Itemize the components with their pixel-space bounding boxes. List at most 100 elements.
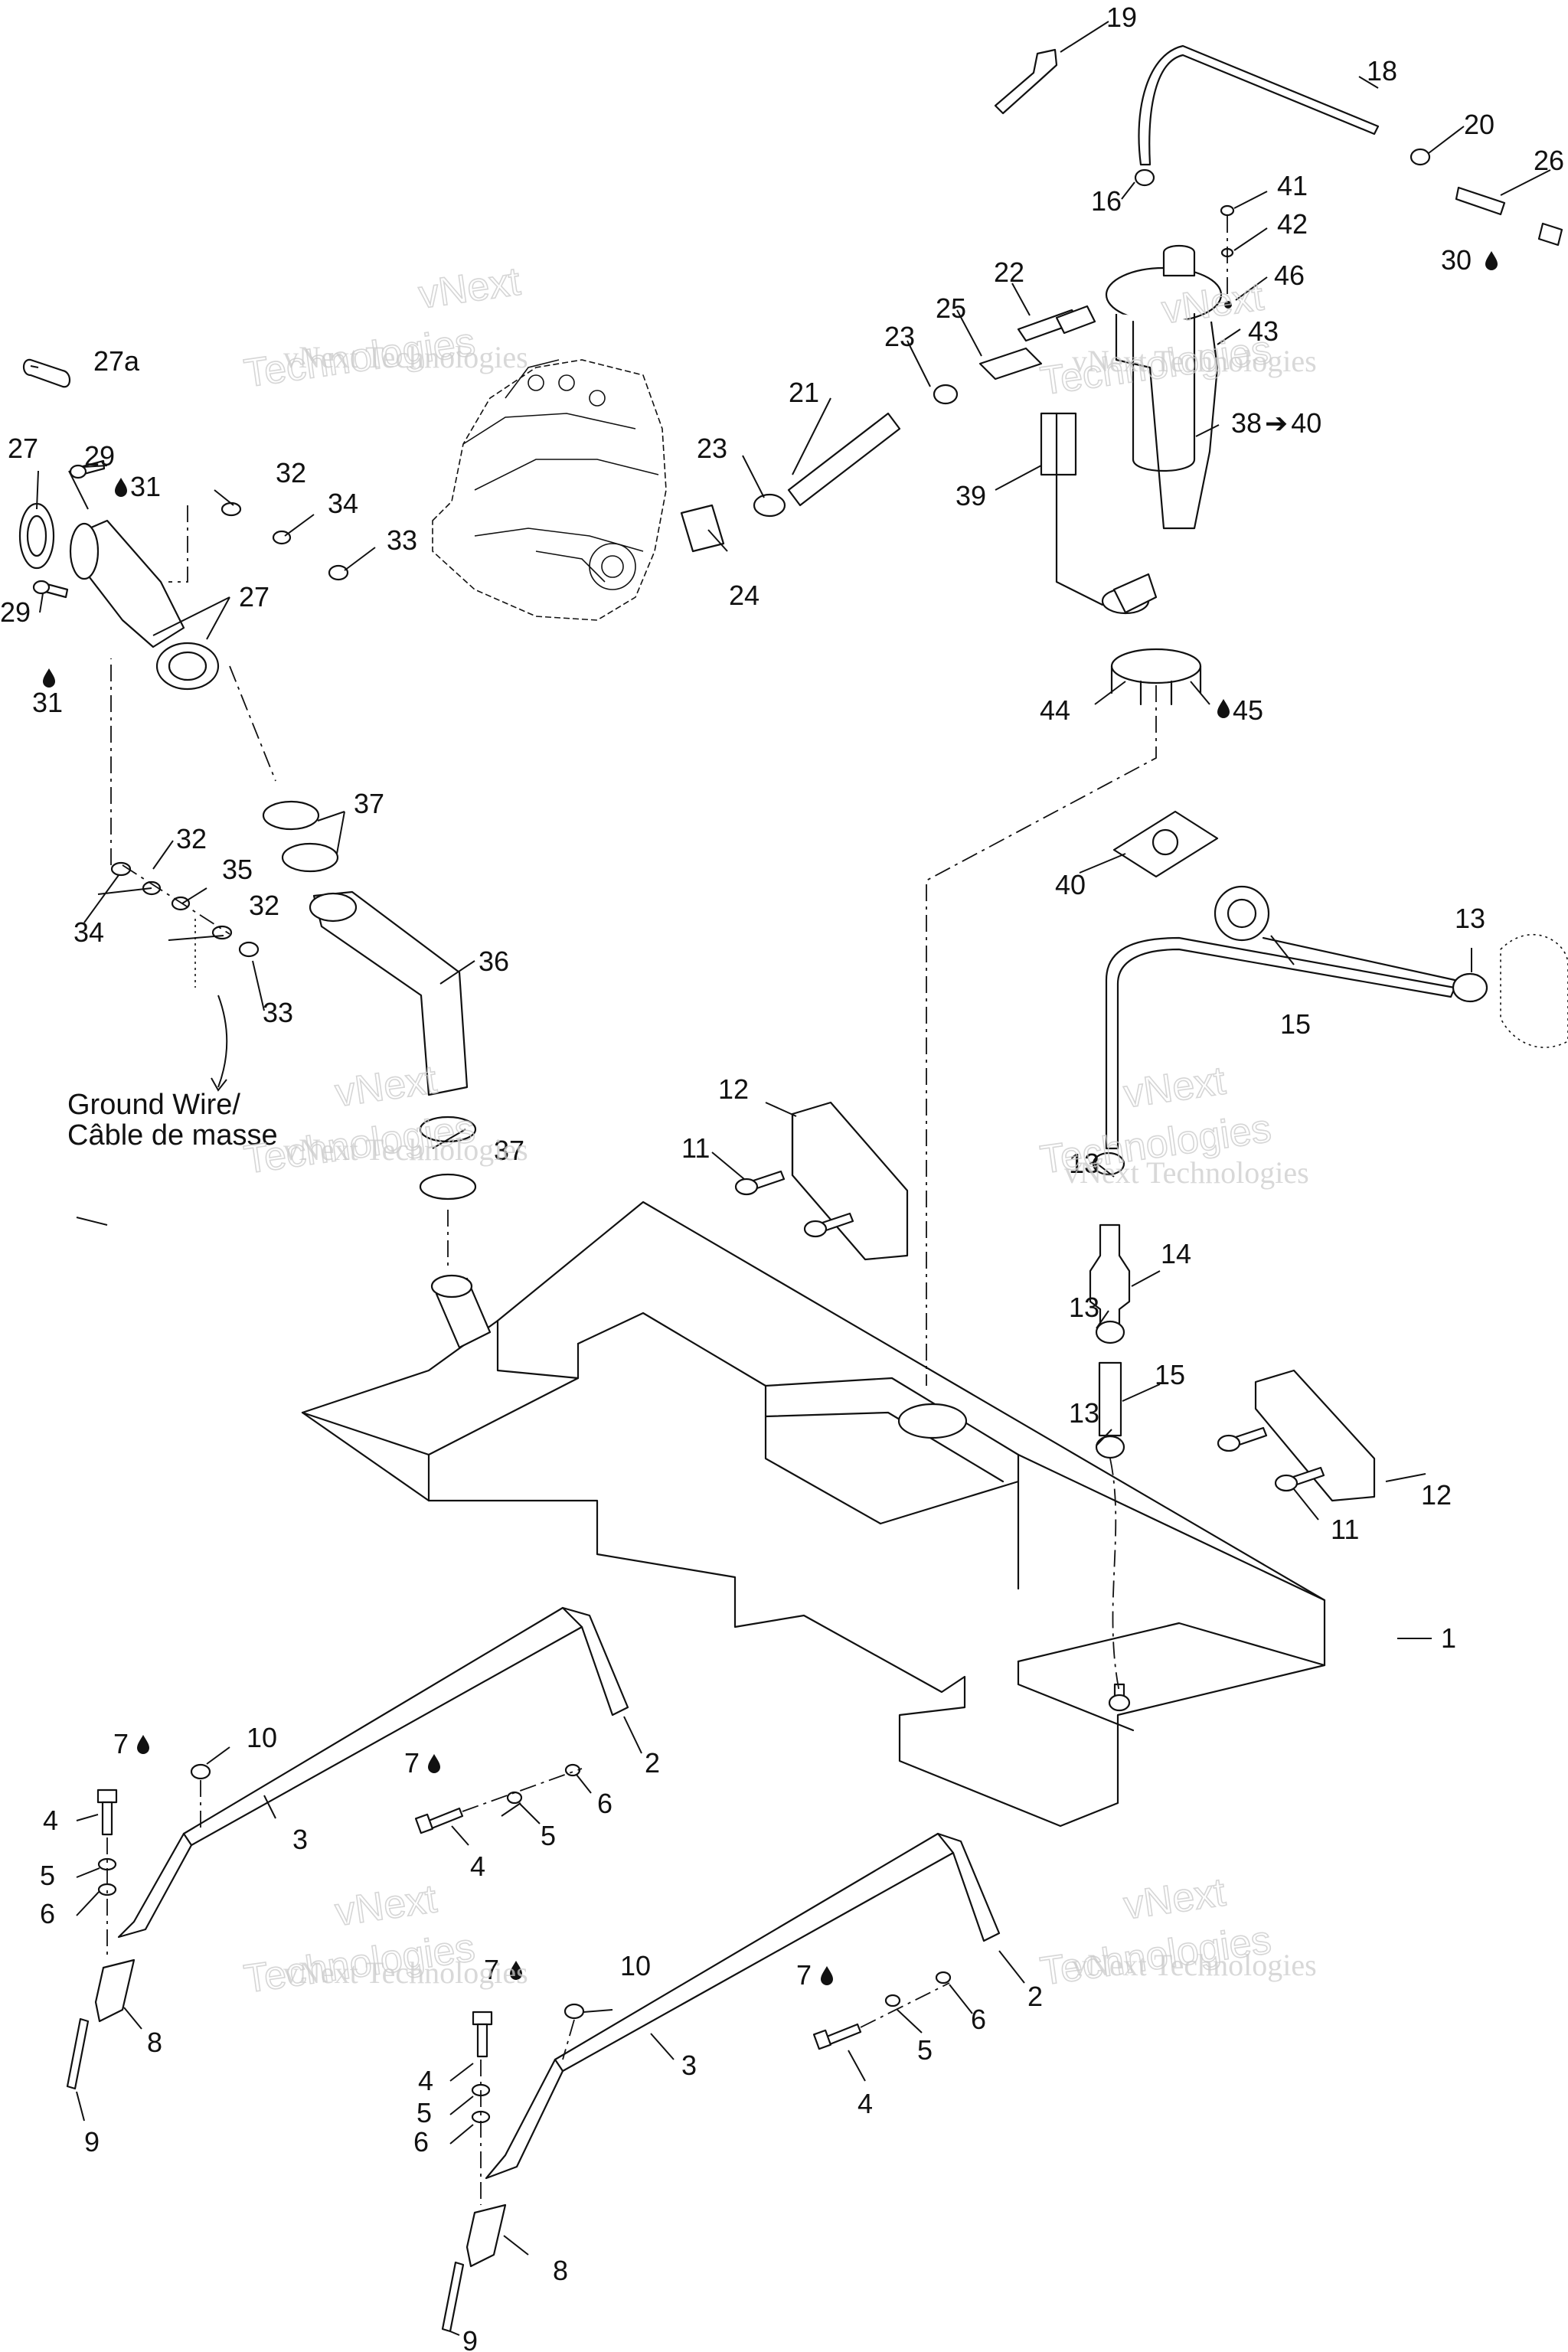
watermark-text: vNext [1121,1059,1228,1117]
callout-27: 27 [8,433,38,464]
callout-29: 29 [84,440,115,472]
callout-39: 39 [956,480,986,511]
watermark-text: vNext [1121,1870,1228,1929]
tie-wrap [994,48,1058,115]
callout-5: 5 [40,1860,55,1891]
callout-11: 11 [1331,1514,1359,1545]
watermark-text: vNext Technologies [1072,1948,1317,1982]
callout-25: 25 [936,292,966,324]
watermark-text: vNext Technologies [283,1955,528,1990]
callout-3: 3 [292,1824,308,1855]
callout-7: 7 [113,1728,129,1759]
callout-5: 5 [416,2097,432,2128]
callout-12: 12 [1421,1479,1452,1511]
callout-30: 30 [1441,244,1472,276]
callout-27: 27 [239,581,270,612]
callout-19: 19 [1106,2,1137,33]
callout-38-40: 38➔40 [1231,407,1321,439]
watermark-text: vNext [332,1057,439,1116]
watermark-text: vNext Technologies [1064,1155,1309,1190]
callout-15: 15 [1155,1359,1185,1390]
callout-24: 24 [729,580,760,611]
callout-8: 8 [147,2027,162,2058]
callout-37: 37 [494,1135,524,1166]
watermark-text: vNext [332,1877,439,1935]
watermarks: vNext Technologies vNext Technologies vN… [240,259,1317,2003]
callout-6: 6 [40,1898,55,1929]
callout-7: 7 [796,1959,812,1991]
callout-45: 45 [1233,694,1263,726]
callout-13: 13 [1069,1397,1099,1429]
callout-31: 31 [130,471,161,502]
filler-neck-assembly [18,502,220,691]
fuel-tank [301,1200,1326,1828]
callout-7: 7 [404,1747,420,1779]
callout-1: 1 [1441,1622,1456,1654]
strap-upper [117,1606,629,1939]
callout-26: 26 [1534,145,1564,176]
callout-18: 18 [1367,55,1397,87]
callout-20: 20 [1464,109,1494,140]
ground-wire-text-en: Ground Wire/ [67,1089,240,1121]
callout-40: 40 [1055,869,1086,900]
ground-wire-text-fr: Câble de masse [67,1119,278,1152]
callout-2: 2 [645,1747,660,1779]
callout-37: 37 [354,788,384,819]
callout-leaders [30,21,1551,2336]
callout-32: 32 [249,890,279,921]
callout-33: 33 [387,524,417,556]
callout-41: 41 [1277,170,1308,201]
callout-14: 14 [1161,1238,1191,1269]
hose-clamp [262,800,320,831]
callout-8: 8 [553,2255,568,2286]
callout-13: 13 [1069,1292,1099,1323]
callout-11: 11 [681,1132,710,1164]
vent-hose [312,890,469,1096]
strap-lower [485,1832,1001,2180]
support-plate-right [1254,1369,1376,1502]
callout-5: 5 [917,2034,933,2066]
lock-ring [1110,648,1202,684]
callout-6: 6 [413,2126,429,2158]
callout-33: 33 [263,997,293,1028]
long-bolt-lower [441,2261,465,2333]
engine-outline [432,359,667,621]
callout-5: 5 [541,1820,556,1851]
callout-35: 35 [222,854,253,885]
callout-10: 10 [247,1722,277,1753]
callout-7: 7 [484,1954,499,1985]
long-bolt-upper [66,2017,90,2090]
strap-bracket-lower [466,2203,507,2268]
callout-16: 16 [1091,185,1122,217]
fuel-hose-upper [1138,44,1380,166]
callout-4: 4 [418,2065,433,2096]
watermark-text: vNext Technologies [283,1132,528,1167]
watermark-text: vNext Technologies [283,340,528,374]
strap-bracket-upper [94,1958,136,2023]
callout-13: 13 [1455,903,1485,934]
callout-42: 42 [1277,208,1308,240]
callout-6: 6 [597,1788,612,1819]
callout-4: 4 [470,1851,485,1882]
callout-43: 43 [1248,315,1279,347]
callout-22: 22 [994,256,1024,288]
callout-10: 10 [620,1950,651,1981]
callout-21: 21 [789,377,819,408]
decal [1112,810,1219,878]
callout-9: 9 [84,2126,100,2158]
callout-34: 34 [328,488,358,519]
watermark-text: vNext Technologies [1072,344,1317,378]
callout-27a: 27a [93,345,140,377]
callout-4: 4 [858,2088,873,2119]
callout-46: 46 [1274,260,1305,291]
callout-2: 2 [1027,1981,1043,2012]
callout-9: 9 [462,2325,478,2352]
callout-29: 29 [0,596,31,628]
callout-32: 32 [276,457,306,488]
callout-3: 3 [681,2050,697,2081]
callout-15: 15 [1280,1008,1311,1040]
callout-12: 12 [718,1073,749,1105]
callout-6: 6 [971,2004,986,2035]
